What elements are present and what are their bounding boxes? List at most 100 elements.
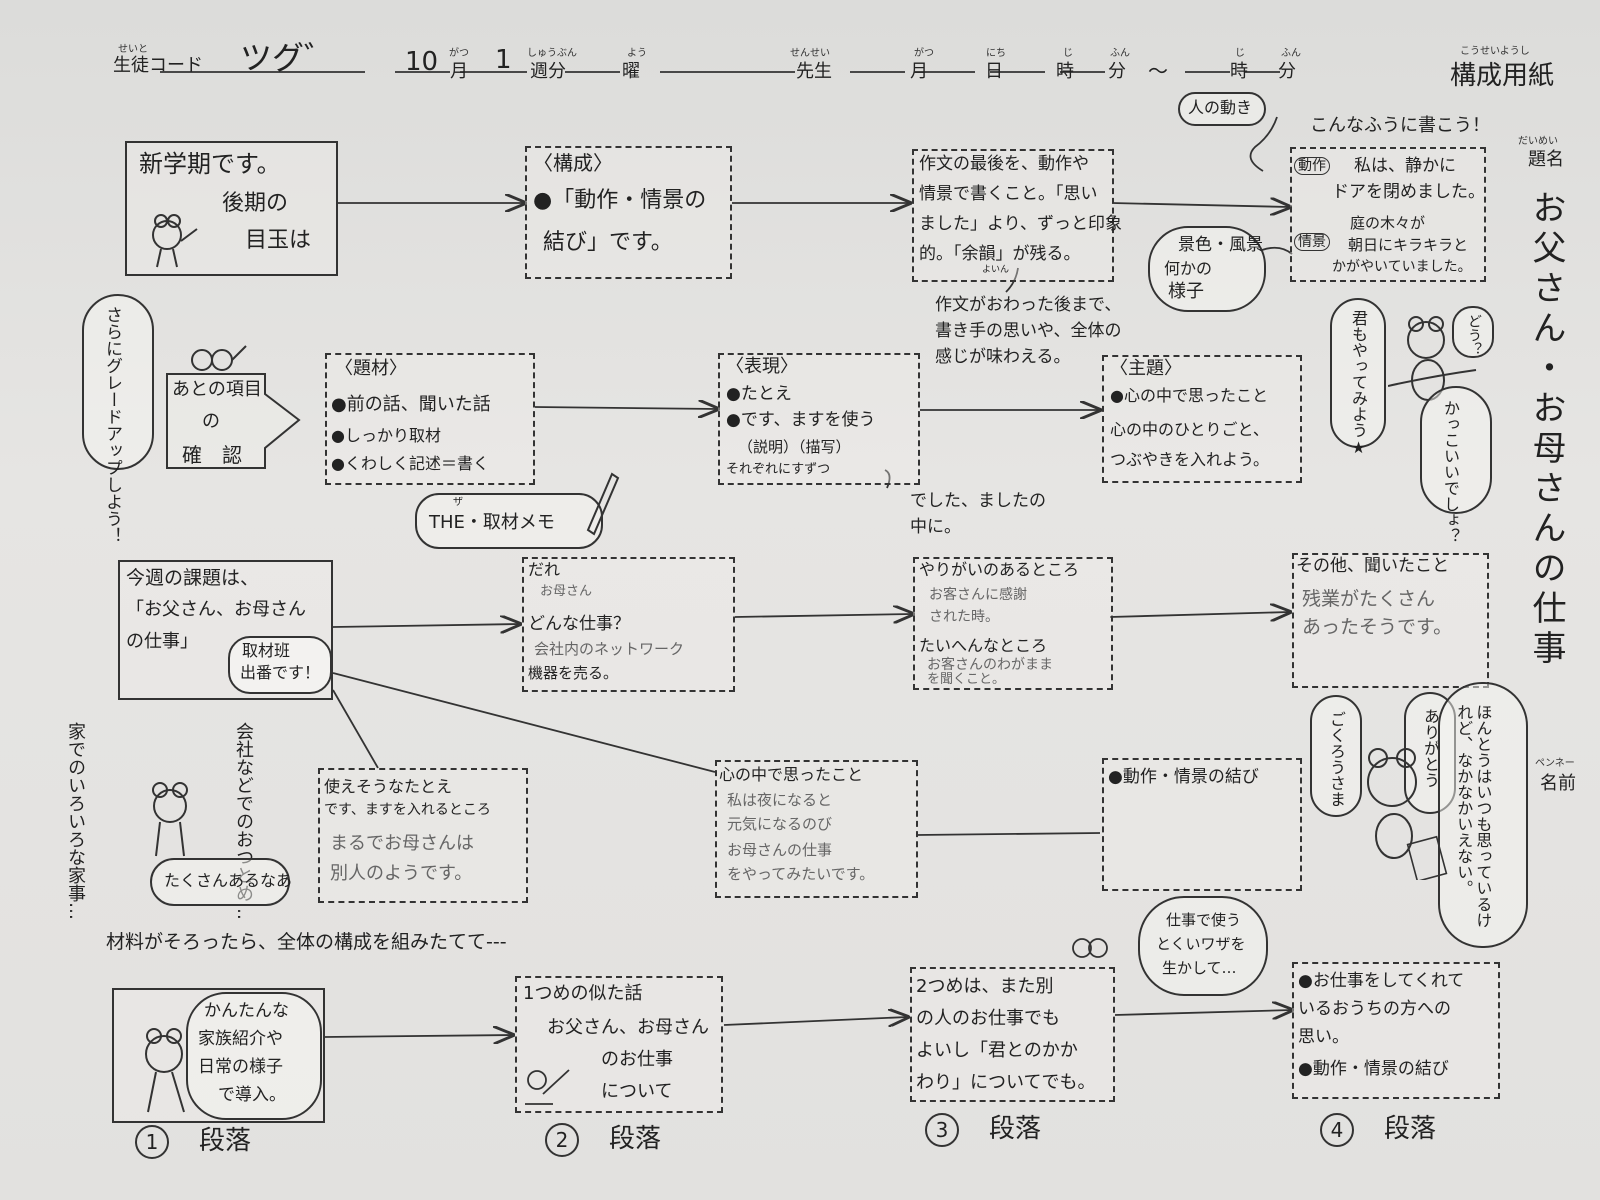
what-job-l2: 機器を売る。 [528, 664, 619, 682]
paragraph-2-text: 段落 [609, 1124, 662, 1154]
bubble-honto-text: ほんとうはいつも思っているけれど、なかなかいえない。 [1454, 704, 1493, 928]
frog-icon [152, 214, 198, 268]
month-value: 10 [405, 47, 439, 77]
bubble-many-text: たくさんあるなあ [164, 871, 293, 890]
bubble-thanks-work: ごくろうさま [1310, 695, 1362, 817]
memo-text: THE・取材メモ [429, 512, 555, 533]
date-month-label: 月 [910, 61, 928, 82]
bubble-scenery: 景色・風景 何かの 様子 [1148, 226, 1266, 312]
minute2-ruby: ふん [1281, 48, 1301, 59]
pen-icon [586, 472, 620, 536]
minute2-label: 分 [1278, 61, 1296, 82]
paragraph-3-text: 段落 [989, 1114, 1042, 1144]
paragraph-3-number: 3 [925, 1113, 959, 1147]
para3-l2: の人のお仕事でも [916, 1008, 1060, 1029]
metaphor-l2: 別人のようです。 [330, 863, 473, 884]
para3-l1: 2つめは、また別 [916, 976, 1054, 997]
row1-box-intro-line3: 目玉は [245, 228, 312, 253]
row1-box-intro: 新学期です。 後期の 目玉は [125, 141, 338, 276]
expression-line4: それぞれにすずつ [726, 462, 831, 477]
bubble-do: どう？ [1452, 306, 1494, 358]
bubble-movement: 人の動き [1178, 92, 1266, 126]
row1-box-ending-ruby: よいん [982, 265, 1010, 275]
para4-l4: ●動作・情景の結び [1298, 1059, 1449, 1079]
row2-box-theme: 〈主題〉 ●心の中で思ったこと 心の中のひとりごと、 つぶやきを入れよう。 [1102, 355, 1302, 483]
month-label: 月 [450, 61, 468, 82]
bubble-scenery-l2: 何かの [1164, 259, 1213, 278]
expression-head: 〈表現〉 [726, 356, 798, 377]
row4-box-feelings: 心の中で思ったこと 私は夜になると 元気になるのび お母さんの仕事 をやってみた… [715, 760, 918, 898]
other-head: その他、聞いたこと [1296, 556, 1449, 576]
paragraph-3-label: 3 段落 [925, 1108, 1041, 1147]
example-line5: かがやいていました。 [1332, 259, 1472, 275]
para4-l3: 思い。 [1298, 1027, 1349, 1047]
who-answer: お母さん [540, 584, 593, 599]
week-label: 週分 [530, 61, 566, 82]
frog-on-branch-icon [1388, 316, 1477, 401]
week-ruby: しゅうぶん [527, 48, 577, 59]
bubble-arigato-text: ありがとう [1421, 708, 1440, 788]
row3-box-rewarding: やりがいのあるところ お客さんに感謝 された時。 たいへんなところ お客さんのわ… [913, 557, 1113, 690]
row1-top-note: こんなふうに書こう！ [1310, 115, 1490, 136]
intro-l4: で導入。 [218, 1085, 286, 1105]
theme-line1: ●心の中で思ったこと [1110, 386, 1268, 405]
example-line4: 朝日にキラキラと [1348, 236, 1469, 254]
feelings-l4: をやってみたいです。 [727, 865, 875, 883]
skills-l1: 仕事で使う [1166, 911, 1242, 929]
row3-box-who: だれ お母さん どんな仕事？ 会社内のネットワーク 機器を売る。 [522, 557, 735, 692]
bubble-try-text: 君もやってみよう★ [1349, 310, 1368, 457]
title-value: お父さん・お母さんの仕事 [1526, 190, 1566, 670]
vertical-company: 会社などでのおつとめ… [233, 722, 254, 920]
what-job-l1: 会社内のネットワーク [534, 640, 685, 658]
row5-box-para4: ●お仕事をしてくれて いるおうちの方への 思い。 ●動作・情景の結び [1292, 962, 1500, 1099]
paragraph-1-label: 1 段落 [135, 1120, 251, 1159]
who-head: だれ [528, 560, 561, 579]
metaphor-head2: です、ますを入れるところ [324, 802, 491, 818]
row5-box-intro: かんたんな 家族紹介や 日常の様子 で導入。 [112, 988, 325, 1123]
teacher-label: 先生 [796, 61, 832, 82]
bubble-scenery-l1: 景色・風景 [1178, 235, 1263, 255]
frog-icon [191, 345, 247, 371]
bubble-skills: 仕事で使う とくいワザを 生かして… [1138, 896, 1268, 996]
assignment-line3: の仕事」 [126, 631, 198, 652]
bubble-thanks-work-text: ごくろうさま [1327, 711, 1346, 807]
vertical-home: 家でのいろいろな家事… [65, 722, 86, 920]
row1-box-structure: 〈構成〉 ●「動作・情景の 結び」です。 [525, 146, 732, 279]
memo-ruby: ザ [453, 497, 463, 508]
interview-team-l1: 取材班 [242, 641, 291, 660]
teacher-ruby: せんせい [790, 48, 830, 59]
para2-l1: 1つめの似た話 [523, 983, 643, 1004]
row1-box-example: 動作 私は、静かに ドアを閉めました。 情景 庭の木々が 朝日にキラキラと かが… [1290, 147, 1486, 282]
name-label: 名前 [1540, 773, 1576, 794]
para2-l4: について [601, 1081, 673, 1102]
bubble-do-text: どう？ [1466, 314, 1482, 356]
rewarding-head: やりがいのあるところ [919, 560, 1080, 579]
bubble-many: たくさんあるなあ [150, 858, 293, 906]
metaphor-head: 使えそうなたとえ [324, 777, 453, 796]
theme-line2: 心の中のひとりごと、 [1110, 420, 1269, 439]
frog-icon [145, 1028, 185, 1113]
hour2-ruby: じ [1235, 48, 1245, 59]
hour-ruby: じ [1063, 48, 1073, 59]
paragraph-1-text: 段落 [199, 1126, 252, 1156]
arrow-box-line1: あとの項目 [172, 379, 262, 400]
rewarding-l1: お客さんに感謝 [929, 587, 1027, 603]
material-head: 〈題材〉 [335, 358, 407, 379]
row3-box-assignment: 今週の課題は、 「お父さん、お母さん の仕事」 取材班 出番です！ [118, 560, 333, 700]
bubble-cool: かっこいいでしょ？ [1420, 386, 1492, 544]
hard-l1: お客さんのわがまま [927, 657, 1053, 673]
bubble-cool-text: かっこいいでしょ？ [1441, 400, 1460, 544]
expression-line2: ●です、ますを使う [726, 410, 876, 430]
week-value: 1 [495, 45, 512, 75]
interview-team-bubble: 取材班 出番です！ [228, 636, 332, 694]
row2-box-expression: 〈表現〉 ●たとえ ●です、ますを使う （説明）（描写） それぞれにすずつ [718, 353, 920, 485]
date-day-ruby: にち [986, 48, 1006, 59]
metaphor-l1: まるでお母さんは [330, 833, 474, 854]
minute-ruby: ふん [1110, 48, 1130, 59]
tag-scenery: 情景 [1294, 233, 1330, 252]
arrow-box [166, 373, 301, 469]
row2-box-material: 〈題材〉 ●前の話、聞いた話 ●しっかり取材 ●くわしく記述＝書く [325, 353, 535, 485]
paragraph-1-number: 1 [135, 1125, 169, 1159]
